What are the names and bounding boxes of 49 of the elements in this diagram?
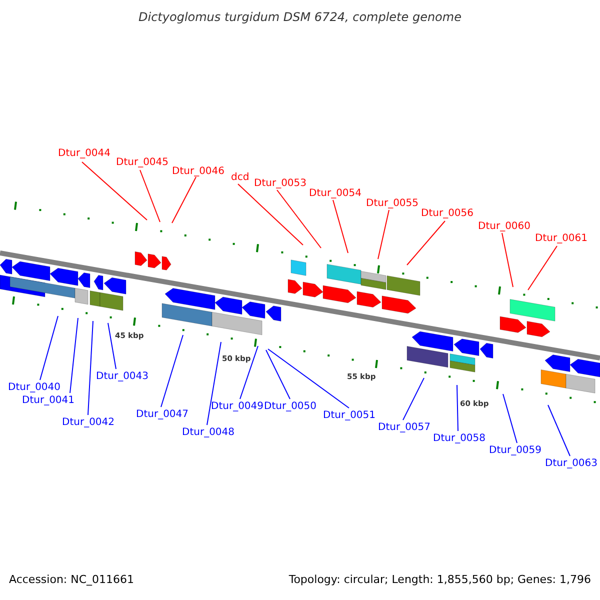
gene-label: Dtur_0059 — [489, 445, 542, 457]
leader-line — [88, 320, 94, 416]
gene-label: Dtur_0053 — [254, 178, 307, 190]
accession-text: Accession: NC_011661 — [9, 574, 134, 586]
gene-label: Dtur_0043 — [96, 371, 149, 383]
gene-label: dcd — [231, 172, 250, 184]
gene-label: Dtur_0050 — [264, 401, 317, 413]
gene-label: Dtur_0045 — [116, 157, 169, 169]
leader-line — [108, 322, 116, 370]
gene-label: Dtur_0060 — [478, 221, 531, 233]
leader-line — [528, 246, 558, 290]
leader-line — [548, 404, 570, 456]
leader-line — [276, 190, 322, 248]
leader-line — [378, 210, 390, 260]
gene-label: Dtur_0042 — [62, 417, 115, 429]
leader-line — [140, 170, 160, 222]
genome-summary-text: Topology: circular; Length: 1,855,560 bp; Genes: 1,796 — [288, 574, 591, 586]
leader-line — [456, 384, 458, 432]
leader-line — [238, 184, 304, 246]
leader-line — [160, 334, 184, 408]
leader-line — [502, 394, 518, 444]
title: Dictyoglomus turgidum DSM 6724, complete genome — [138, 11, 462, 23]
gene-label: Dtur_0057 — [378, 422, 431, 434]
gene-label: Dtur_0063 — [545, 458, 598, 470]
leader-line — [266, 350, 290, 400]
gene-label: Dtur_0047 — [136, 409, 189, 421]
leader-line — [82, 162, 148, 220]
gene-label: Dtur_0058 — [433, 433, 486, 445]
gene-label: Dtur_0054 — [309, 188, 362, 200]
gene-label: Dtur_0051 — [323, 410, 376, 422]
gene-label: Dtur_0056 — [421, 208, 474, 220]
gene-label: Dtur_0040 — [8, 382, 61, 394]
gene-label: Dtur_0046 — [172, 166, 225, 178]
gene-label: Dtur_0041 — [22, 395, 75, 407]
leader-line — [40, 316, 58, 380]
leader-line — [402, 378, 424, 420]
leader-line — [332, 200, 348, 254]
leader-line — [502, 232, 514, 288]
leader-line — [268, 348, 350, 408]
gene-label: Dtur_0055 — [366, 198, 419, 210]
gene-label: Dtur_0048 — [182, 427, 235, 439]
leader-line — [70, 318, 78, 394]
leader-line — [172, 176, 196, 224]
leader-line — [206, 342, 222, 426]
gene-label: Dtur_0044 — [58, 148, 111, 160]
gene-label: Dtur_0049 — [211, 401, 264, 413]
gene-label: Dtur_0061 — [535, 233, 588, 245]
leader-line — [240, 346, 258, 400]
leader-line — [406, 220, 446, 266]
